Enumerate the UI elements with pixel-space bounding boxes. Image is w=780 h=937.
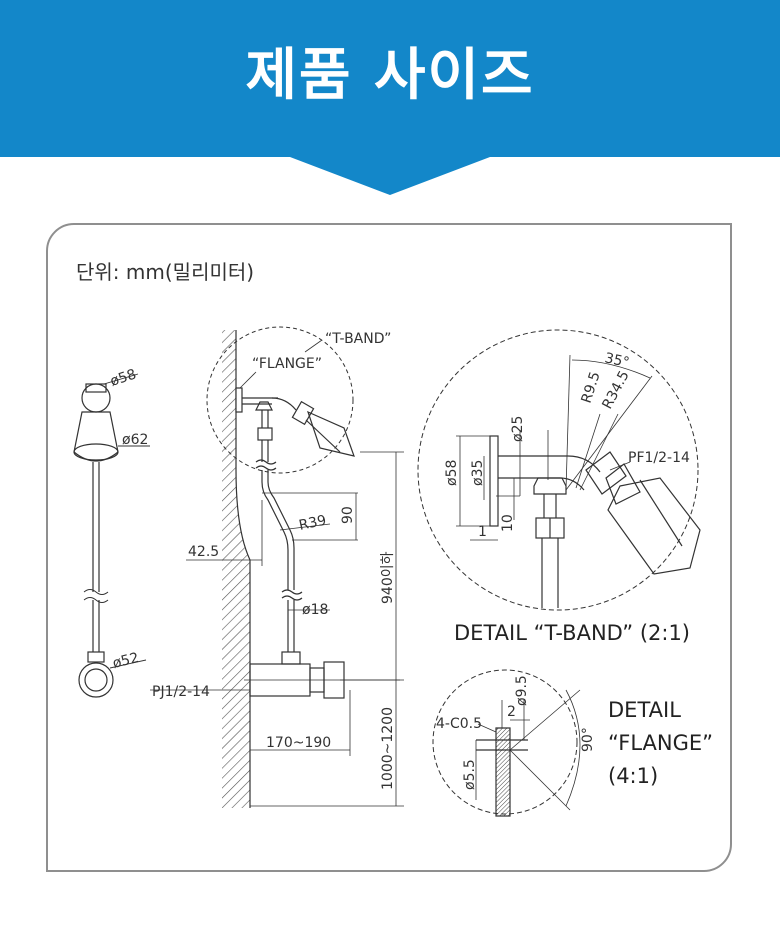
caption-flange-line2: “FLANGE” [608,731,713,755]
dim-r9-5: R9.5 [579,370,604,405]
label-pj: PJ1/2-14 [152,684,210,700]
front-dim-58: ø58 [108,366,138,389]
detail-tband [417,329,701,611]
caption-detail-flange: DETAIL “FLANGE” (4:1) [608,694,713,793]
front-dim-52: ø52 [111,650,140,672]
dim-5-5: ø5.5 [462,759,478,790]
dim-35: ø35 [470,460,486,486]
dim-42-5: 42.5 [188,544,219,560]
label-tband: “T-BAND” [325,331,391,347]
caption-flange-line1: DETAIL [608,698,681,722]
unit-label: 단위: mm(밀리미터) [76,260,255,284]
dim-90: 90 [340,506,356,524]
header-background [0,0,780,195]
dim-10: 10 [500,514,516,532]
dim-170-190: 170~190 [266,735,331,751]
dim-35-deg: 35° [603,350,631,371]
front-view [73,373,150,698]
header-banner: 제품 사이즈 [0,0,780,195]
dimension-card [46,223,732,872]
label-pf: PF1/2-14 [628,450,690,466]
dim-90-deg: 90° [580,727,596,752]
caption-detail-tband: DETAIL “T-BAND” (2:1) [454,621,691,645]
label-c0-5: 4-C0.5 [436,716,482,732]
dim-1000-1200: 1000~1200 [380,707,396,790]
dim-r34-5: R34.5 [599,368,632,412]
front-dim-62: ø62 [122,432,148,448]
dim-940: 940이하 [380,551,396,604]
header-shape [0,0,780,195]
dim-9-5: ø9.5 [514,675,530,706]
detail-flange [432,669,581,817]
dim-r39: R39 [298,513,328,534]
dim-2: 2 [507,704,516,720]
side-view [150,326,404,808]
dim-18: ø18 [302,602,328,618]
caption-flange-line3: (4:1) [608,764,659,788]
label-flange: “FLANGE” [252,356,322,372]
page-title: 제품 사이즈 [245,43,535,108]
dim-58: ø58 [444,460,460,486]
dim-1: 1 [478,524,487,540]
dim-25: ø25 [510,416,526,442]
